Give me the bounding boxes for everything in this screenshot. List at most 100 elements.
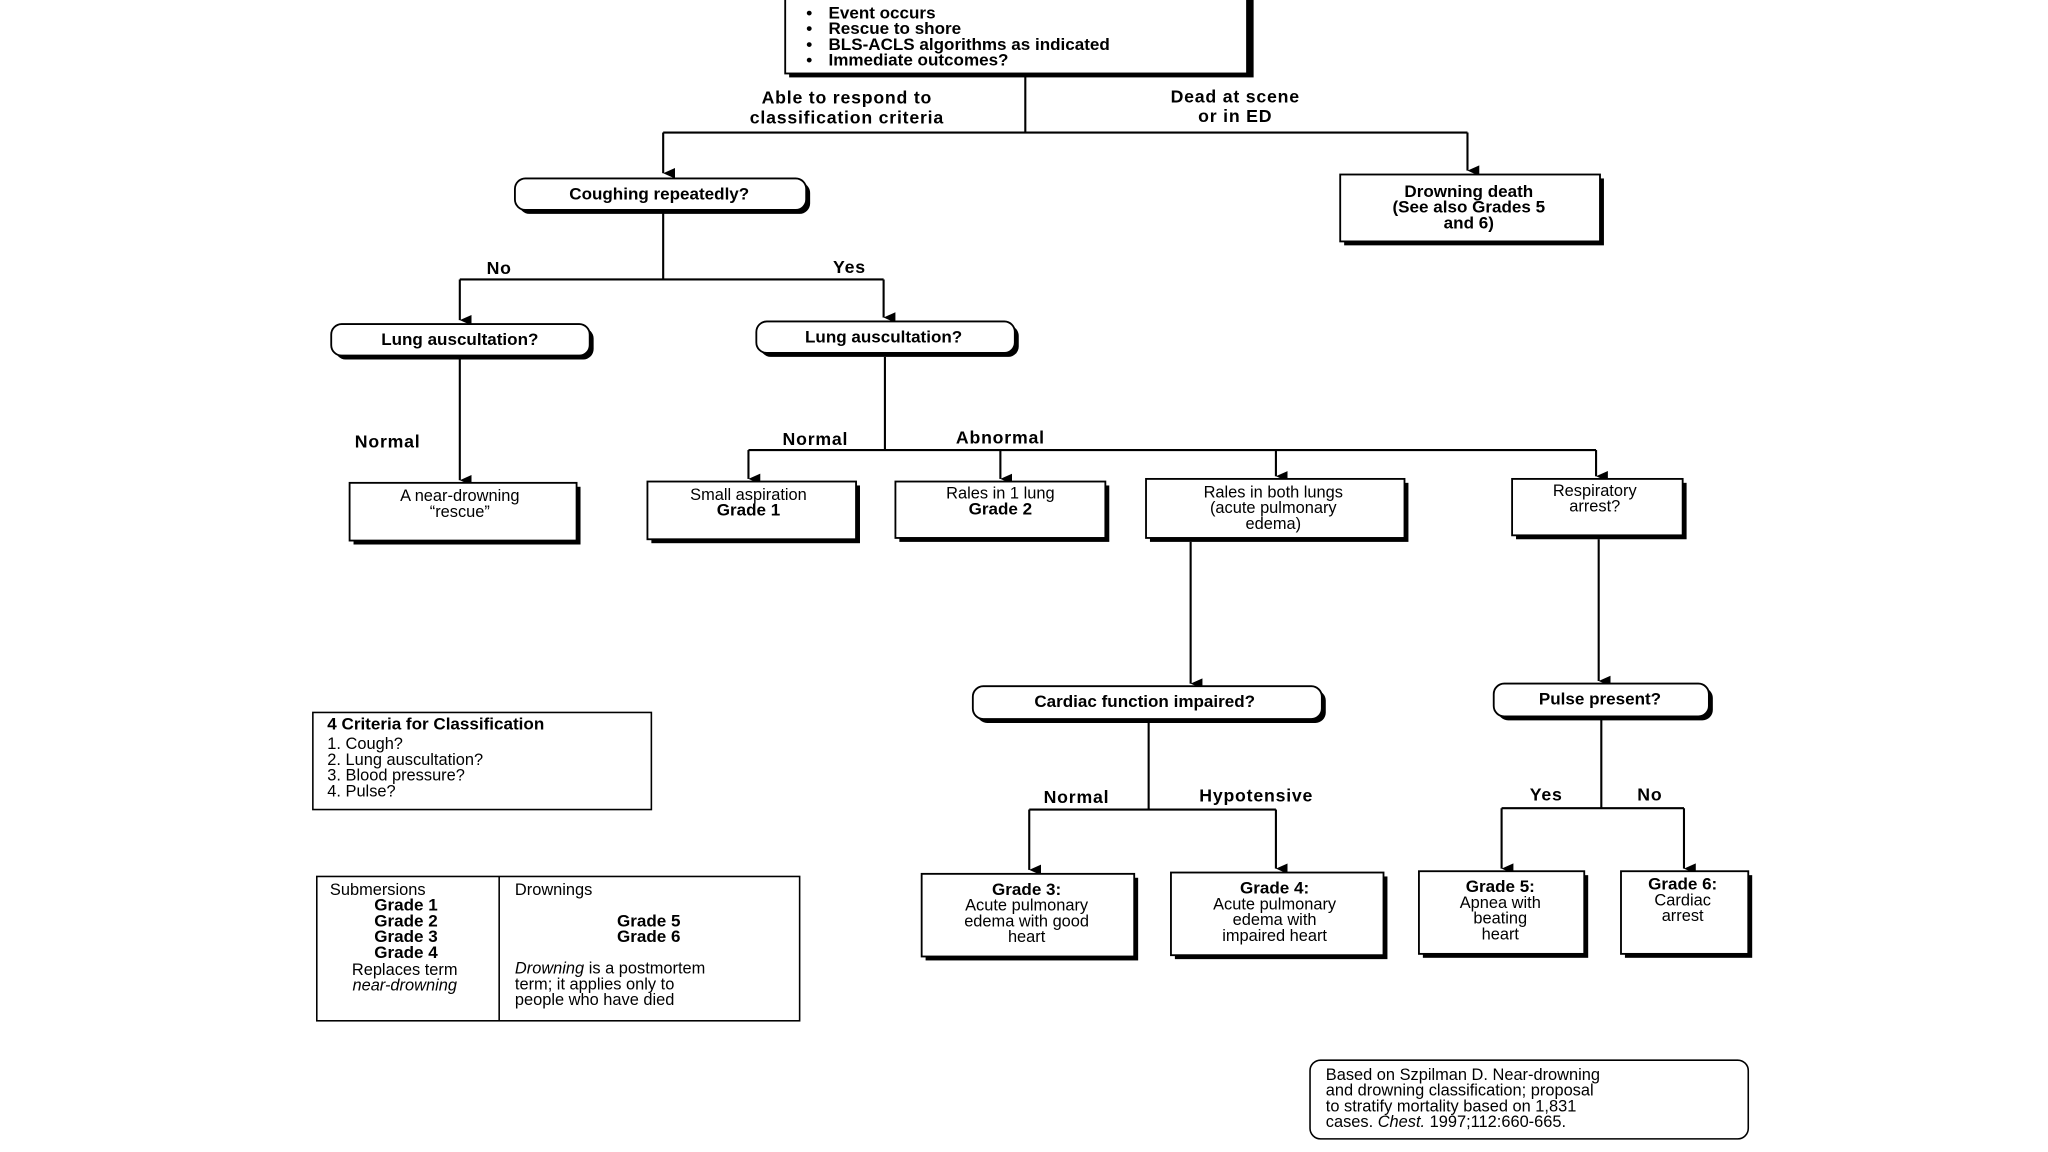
node-text: Coughing repeatedly? [569,184,749,203]
node-text: Rales in both lungs [1204,483,1343,501]
branch-label-yes: Yes [1530,784,1563,804]
note-italic: Drowning [515,960,584,978]
node-grade: Grade 3: [992,880,1061,899]
node-text: beating [1473,910,1527,928]
node-text: Acute pulmonary [965,897,1089,915]
grade-label: Grade 6 [617,927,681,946]
criteria-box: 4 Criteria for Classification 1. Cough? … [312,711,653,811]
terms-table: Submersions Grade 1 Grade 2 Grade 3 Grad… [316,875,801,1022]
node-text: (See also Grades 5 [1393,198,1546,217]
node-text: edema) [1246,515,1302,533]
branch-label-able: Able to respond to [762,88,933,108]
node-text: and 6) [1444,213,1494,232]
node-grade: Grade 6: [1648,875,1717,894]
node-text: Rales in 1 lung [946,485,1054,503]
citation-line: Based on Szpilman D. Near-drowning [1326,1066,1600,1084]
node-grade: Grade 4: [1240,879,1309,898]
node-text: Lung auscultation? [805,327,962,346]
branch-label-no: No [487,258,512,278]
bullet-text: BLS-ACLS algorithms as indicated [829,35,1110,54]
grade-label: Grade 5 [617,911,681,930]
citation-line: to stratify mortality based on 1,831 [1326,1097,1577,1115]
node-text: Respiratory [1553,482,1638,500]
node-coughing: Coughing repeatedly? [513,177,811,214]
drownings-header: Drownings [515,881,592,899]
branch-label-dead: or in ED [1198,106,1272,126]
node-text: impaired heart [1222,927,1327,945]
branch-label-no: No [1637,784,1662,804]
bullet: • [806,19,812,38]
drownings-note: Drowning is a postmortem [515,960,705,978]
bullet: • [806,35,812,54]
bullet-text: Immediate outcomes? [829,51,1009,70]
criteria-item: 4. Pulse? [327,782,395,800]
submersions-note: Replaces term [352,961,458,979]
node-text: arrest [1662,907,1704,925]
node-text: Small aspiration [690,486,807,504]
node-grade: Grade 2 [969,499,1033,518]
node-grade-2: Rales in 1 lung Grade 2 [894,480,1110,542]
node-rescue: A near-drowning “rescue” [348,481,581,545]
citation-line: and drowning classification; proposal [1326,1082,1594,1100]
node-both-lungs: Rales in both lungs (acute pulmonary ede… [1145,477,1409,542]
bullet: • [806,3,812,22]
submersions-note: near-drowning [352,977,456,995]
node-text: Apnea with [1460,894,1541,912]
node-lung-auscultation-right: Lung auscultation? [755,320,1019,357]
grade-label: Grade 2 [374,911,438,930]
citation-box: Based on Szpilman D. Near-drowning and d… [1309,1059,1750,1140]
branch-label-normal: Normal [355,431,421,451]
node-text: heart [1482,925,1520,943]
node-drowning-death: Drowning death (See also Grades 5 and 6) [1339,173,1604,246]
node-text: arrest? [1569,498,1620,516]
node-text: Lung auscultation? [381,330,538,349]
node-grade-1: Small aspiration Grade 1 [646,480,860,544]
node-text: A near-drowning [400,487,519,505]
bullet-text: Event occurs [829,3,936,22]
note-text: is a postmortem [584,960,705,978]
branch-label-normal: Normal [783,429,849,449]
node-text: heart [1008,928,1046,946]
branch-label-normal: Normal [1044,787,1110,807]
criteria-item: 2. Lung auscultation? [327,751,483,769]
node-lung-auscultation-left: Lung auscultation? [330,323,594,360]
bullet: • [806,51,812,70]
branch-label-dead: Dead at scene [1171,86,1300,106]
branch-label-hypotensive: Hypotensive [1199,786,1313,806]
node-text: edema with [1233,911,1317,929]
branch-label-able: classification criteria [750,107,944,127]
node-grade-5: Grade 5: Apnea with beating heart [1418,870,1589,958]
node-text: Cardiac [1654,891,1710,909]
node-text: Pulse present? [1539,690,1661,709]
node-grade: Grade 5: [1466,877,1535,896]
criteria-item: 1. Cough? [327,735,403,753]
submersions-header: Submersions [330,881,426,899]
node-grade: Grade 1 [717,501,781,520]
node-text: Drowning death [1404,182,1533,201]
drownings-note: term; it applies only to [515,975,674,993]
node-text: Acute pulmonary [1213,895,1337,913]
node-text: (acute pulmonary [1210,499,1337,517]
bullet-text: Rescue to shore [829,19,962,38]
node-text: “rescue” [430,503,490,521]
citation-journal: Chest. [1378,1113,1425,1131]
criteria-title: 4 Criteria for Classification [327,715,544,734]
citation-text: 1997;112:660-665. [1425,1113,1566,1131]
grade-label: Grade 3 [374,927,438,946]
node-grade-3: Grade 3: Acute pulmonary edema with good… [920,872,1139,961]
node-grade-4: Grade 4: Acute pulmonary edema with impa… [1170,871,1388,960]
initial-event-box: • Event occurs • Rescue to shore • BLS-A… [784,0,1254,78]
criteria-item: 3. Blood pressure? [327,767,465,785]
branch-label-abnormal: Abnormal [956,427,1045,447]
grade-label: Grade 4 [374,943,438,962]
node-cardiac-function: Cardiac function impaired? [971,685,1326,723]
branch-label-yes: Yes [833,257,866,277]
node-text: edema with good [964,912,1089,930]
citation-line: cases. Chest. 1997;112:660-665. [1326,1113,1566,1131]
node-text: Cardiac function impaired? [1034,692,1255,711]
drownings-note: people who have died [515,991,674,1009]
node-pulse-present: Pulse present? [1492,682,1713,721]
grade-label: Grade 1 [374,896,438,915]
node-respiratory-arrest: Respiratory arrest? [1511,477,1687,540]
